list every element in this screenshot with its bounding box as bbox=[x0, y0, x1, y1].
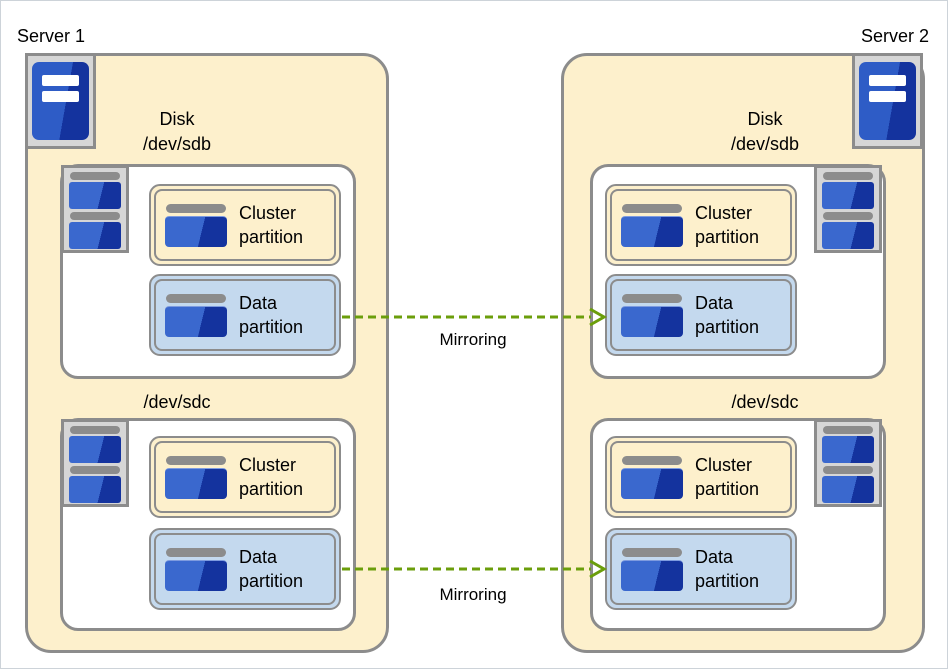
disk-label-device: /dev/sdc bbox=[143, 392, 211, 412]
server-tower-slot bbox=[42, 75, 79, 86]
data-partition-box: Data partition bbox=[149, 274, 341, 356]
server-2-label: Server 2 bbox=[860, 26, 929, 46]
partition-icon bbox=[165, 455, 227, 499]
server-tower-shape bbox=[32, 62, 89, 140]
partition-label: Cluster partition bbox=[695, 455, 760, 499]
server-icon bbox=[25, 53, 96, 149]
disk-stack-icon bbox=[61, 165, 129, 253]
cluster-partition-box: Cluster partition bbox=[605, 184, 797, 266]
partition-label: Cluster partition bbox=[695, 203, 760, 247]
cluster-partition-box: Cluster partition bbox=[149, 436, 341, 518]
server-tower-slot bbox=[869, 75, 906, 86]
partition-icon bbox=[621, 203, 683, 247]
server-icon bbox=[852, 53, 923, 149]
disk-label-device: /dev/sdb bbox=[142, 134, 212, 154]
partition-label: Data partition bbox=[695, 547, 760, 591]
server-1-label: Server 1 bbox=[17, 26, 86, 46]
cluster-partition-box: Cluster partition bbox=[149, 184, 341, 266]
disk-label-device: /dev/sdc bbox=[731, 392, 799, 412]
partition-icon bbox=[621, 455, 683, 499]
partition-icon bbox=[165, 547, 227, 591]
mirroring-label: Mirroring bbox=[439, 585, 507, 604]
partition-label: Data partition bbox=[695, 293, 760, 337]
disk-label-title: Disk bbox=[747, 109, 783, 129]
partition-label: Data partition bbox=[239, 547, 304, 591]
partition-icon bbox=[165, 203, 227, 247]
server-tower-slot bbox=[869, 91, 906, 102]
partition-icon bbox=[621, 547, 683, 591]
partition-label: Cluster partition bbox=[239, 203, 304, 247]
data-partition-box: Data partition bbox=[149, 528, 341, 610]
data-partition-box: Data partition bbox=[605, 528, 797, 610]
disk-stack-icon bbox=[814, 165, 882, 253]
server-tower-slot bbox=[42, 91, 79, 102]
disk-label-sdb: Disk /dev/sdb bbox=[645, 107, 885, 157]
disk-label-device: /dev/sdb bbox=[730, 134, 800, 154]
partition-label: Cluster partition bbox=[239, 455, 304, 499]
partition-icon bbox=[165, 293, 227, 337]
disk-stack-icon bbox=[61, 419, 129, 507]
mirroring-label: Mirroring bbox=[439, 330, 507, 349]
disk-label-sdb: Disk /dev/sdb bbox=[57, 107, 297, 157]
partition-icon bbox=[621, 293, 683, 337]
data-partition-box: Data partition bbox=[605, 274, 797, 356]
cluster-partition-box: Cluster partition bbox=[605, 436, 797, 518]
disk-stack-icon bbox=[814, 419, 882, 507]
server-tower-shape bbox=[859, 62, 916, 140]
partition-label: Data partition bbox=[239, 293, 304, 337]
disk-label-sdc: /dev/sdc bbox=[57, 390, 297, 415]
disk-label-title: Disk bbox=[159, 109, 195, 129]
disk-label-sdc: /dev/sdc bbox=[645, 390, 885, 415]
